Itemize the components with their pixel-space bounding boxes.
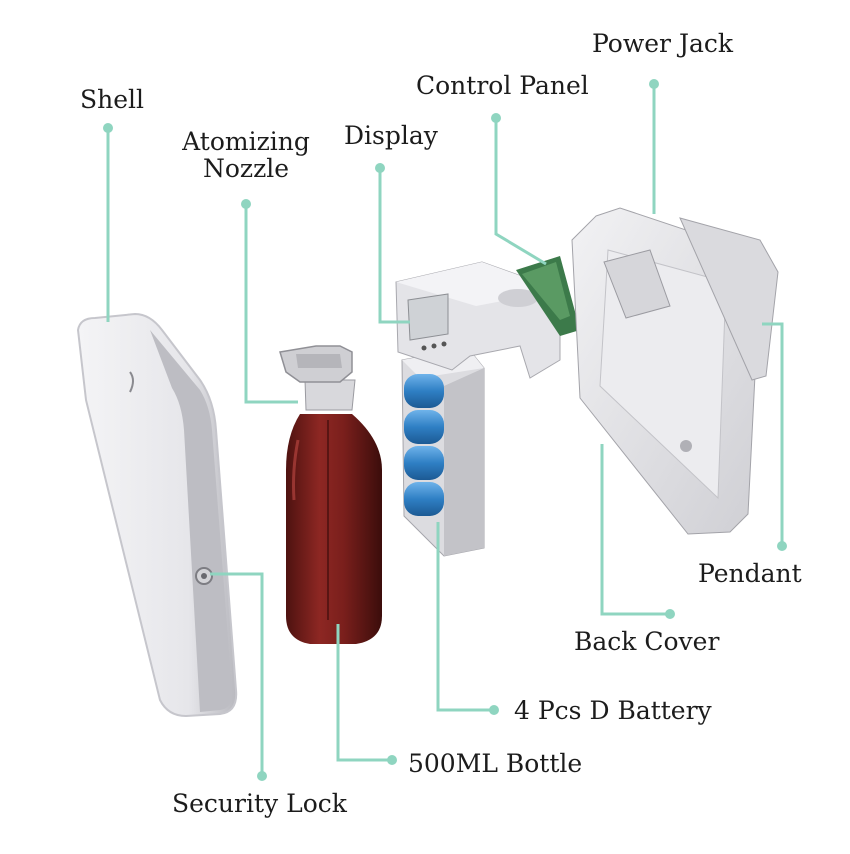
label-display: Display: [344, 121, 438, 150]
leader-lines: [103, 79, 787, 781]
label-security-lock: Security Lock: [172, 789, 347, 818]
back-cover-part: [571, 207, 779, 535]
label-battery: 4 Pcs D Battery: [514, 696, 712, 725]
display-module-part: [395, 261, 561, 379]
leader-display: [378, 168, 410, 324]
label-pendant: Pendant: [698, 559, 802, 588]
shell-part: [76, 312, 238, 718]
label-control-panel: Control Panel: [416, 71, 589, 100]
label-atomizing-nozzle: Atomizing Nozzle: [182, 127, 310, 183]
leader-back-cover: [600, 444, 670, 616]
leader-bottle: [336, 624, 392, 762]
leader-security-lock: [210, 572, 264, 776]
leader-atomizing-nozzle: [244, 204, 298, 404]
label-back-cover: Back Cover: [574, 627, 720, 656]
label-shell: Shell: [80, 85, 145, 114]
leader-pendant: [762, 322, 784, 546]
label-bottle: 500ML Bottle: [408, 749, 583, 778]
bottle-part: [279, 345, 382, 644]
leader-battery: [436, 522, 494, 712]
battery-part: [401, 347, 485, 557]
label-power-jack: Power Jack: [592, 29, 734, 58]
leader-control-panel: [494, 118, 547, 266]
